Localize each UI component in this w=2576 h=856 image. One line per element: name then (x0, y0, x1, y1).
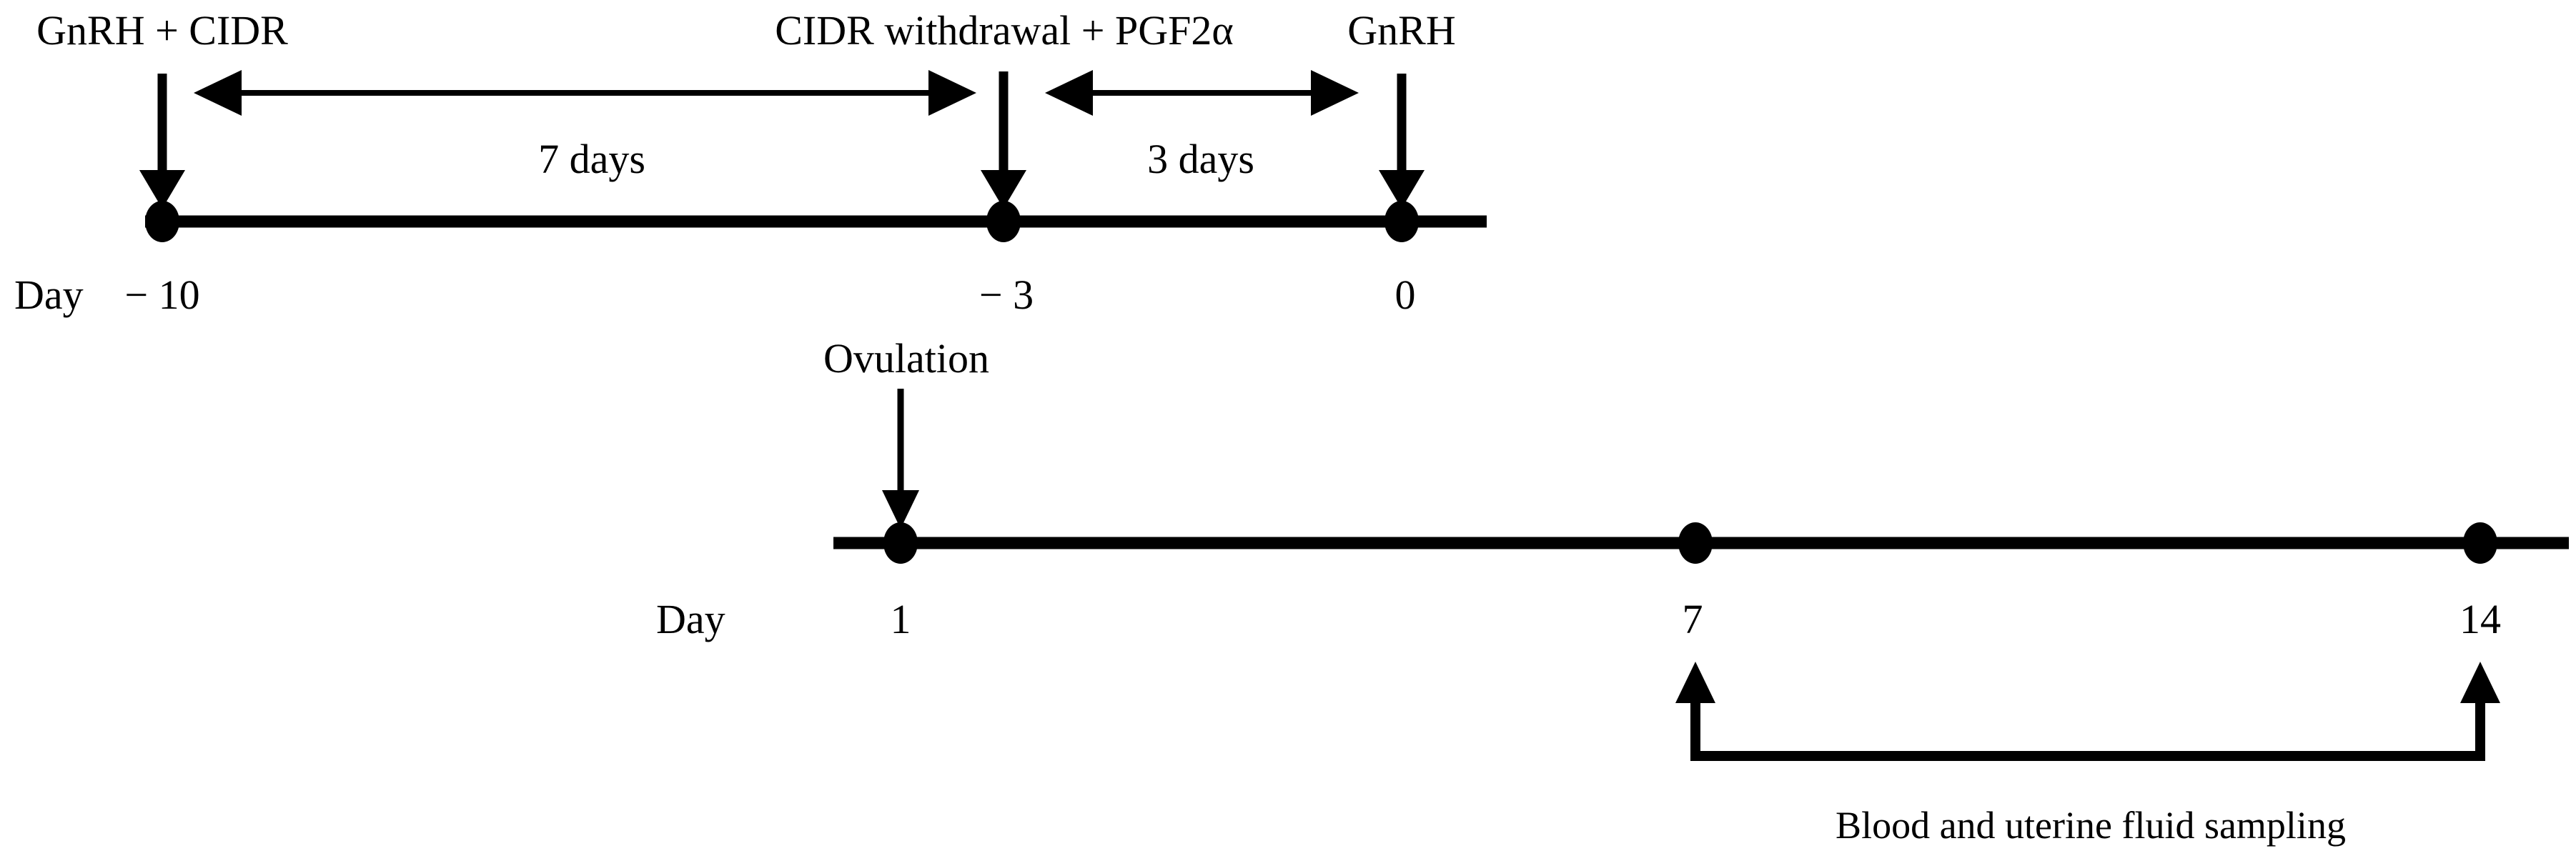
top-timeline: GnRH + CIDR CIDR withdrawal + PGF2α GnRH… (14, 7, 1487, 318)
right-arrowhead-icon (928, 70, 976, 116)
timeline-point-day-14 (2463, 522, 2497, 564)
timeline-point-day-0 (1384, 201, 1419, 242)
day-1-tick-label: 1 (891, 596, 911, 642)
day-minus-10-tick-label: − 10 (124, 272, 199, 318)
day-minus-3-tick-label: − 3 (979, 272, 1034, 318)
up-arrowhead-day-7-icon (1675, 662, 1715, 703)
up-arrowhead-day-14-icon (2460, 662, 2500, 703)
timeline-point-day-minus-3 (986, 201, 1021, 242)
timeline-point-day-minus-10 (145, 201, 179, 242)
day-7-tick-label: 7 (1683, 596, 1703, 642)
day-0-tick-label: 0 (1395, 272, 1416, 318)
left-arrowhead-icon (1045, 70, 1093, 116)
gnrh-cidr-label: GnRH + CIDR (36, 7, 288, 54)
top-day-axis-label: Day (14, 272, 84, 318)
sampling-bracket (1675, 662, 2500, 761)
interval-3-days-label: 3 days (1147, 136, 1254, 182)
day-14-tick-label: 14 (2459, 596, 2501, 642)
down-arrow-day-0 (1379, 74, 1425, 209)
right-arrowhead-icon (1311, 70, 1359, 116)
sampling-label: Blood and uterine fluid sampling (1836, 804, 2346, 847)
timeline-point-day-7 (1678, 522, 1713, 564)
interval-arrow-7-days (194, 70, 976, 116)
bottom-day-axis-label: Day (656, 596, 725, 642)
timeline-point-day-1 (883, 522, 918, 564)
down-arrow-ovulation (882, 389, 919, 529)
bottom-timeline: Ovulation Day 1 7 14 Blood and uterine f… (656, 335, 2569, 847)
interval-arrow-3-days (1045, 70, 1359, 116)
down-arrow-day-minus-3 (981, 71, 1026, 209)
down-arrowhead-icon (981, 170, 1026, 209)
down-arrowhead-icon (139, 170, 185, 209)
left-arrowhead-icon (194, 70, 242, 116)
interval-7-days-label: 7 days (538, 136, 645, 182)
down-arrow-day-minus-10 (139, 74, 185, 209)
cidr-withdrawal-pgf2a-label: CIDR withdrawal + PGF2α (775, 7, 1233, 54)
down-arrowhead-icon (1379, 170, 1425, 209)
gnrh-label: GnRH (1347, 7, 1455, 54)
ovulation-label: Ovulation (823, 335, 989, 382)
down-arrowhead-icon (882, 490, 919, 529)
